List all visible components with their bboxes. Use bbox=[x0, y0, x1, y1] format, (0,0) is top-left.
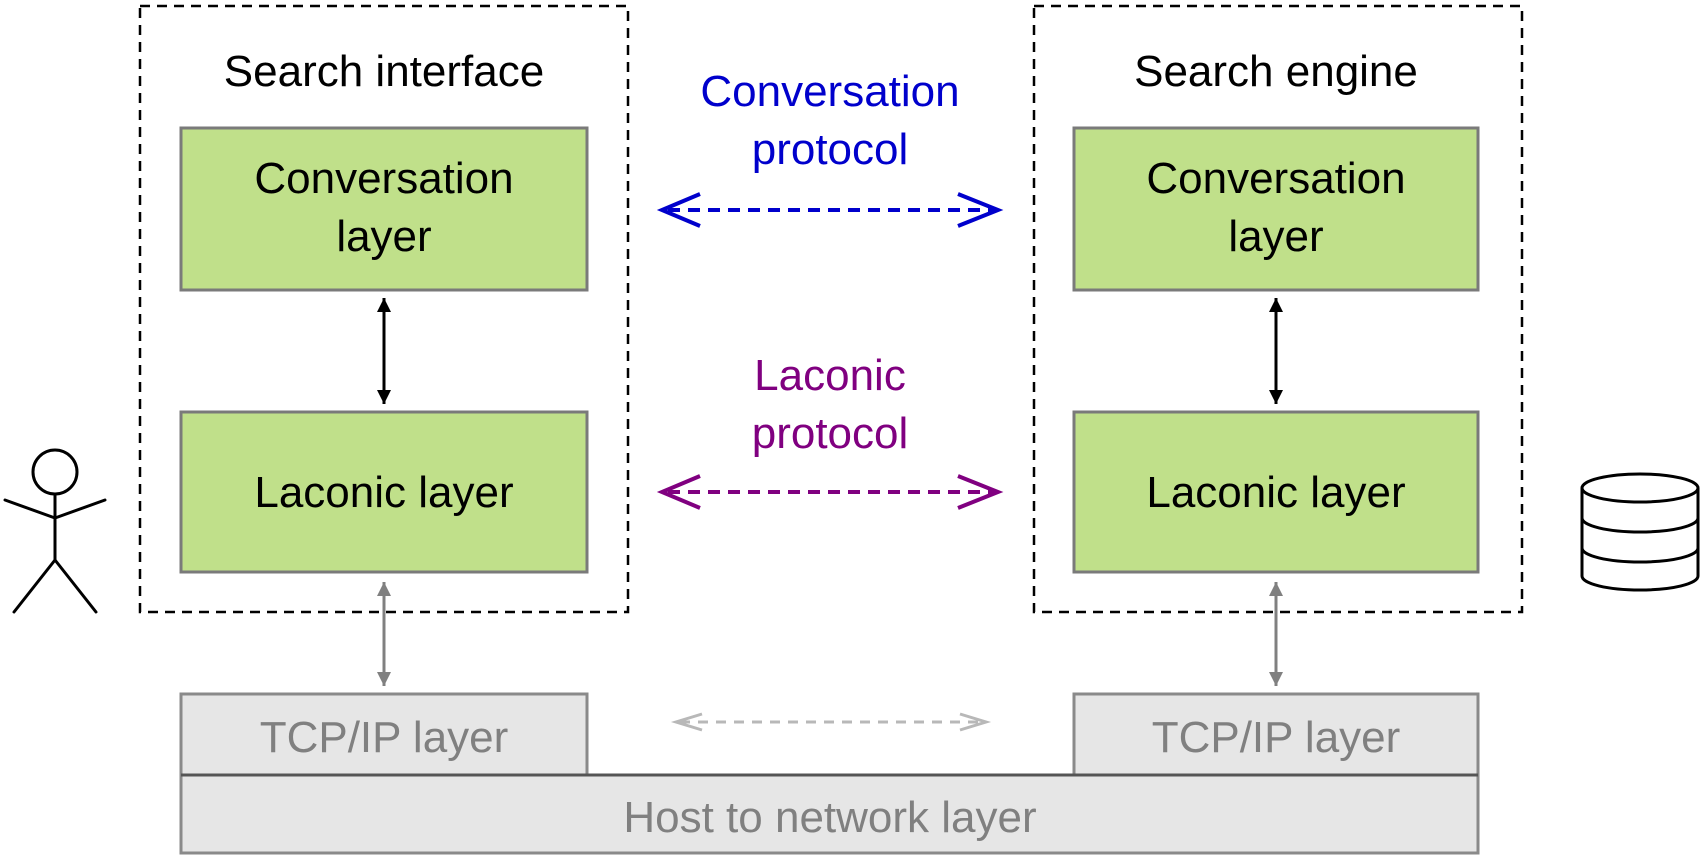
left-conversation-layer-label-line2: layer bbox=[336, 212, 431, 261]
right-tcp-layer-label: TCP/IP layer bbox=[1152, 713, 1401, 762]
conversation-protocol-arrow bbox=[656, 192, 1004, 228]
database-cylinder-icon bbox=[1580, 472, 1700, 592]
right-laconic-layer-label: Laconic layer bbox=[1146, 468, 1405, 517]
right-conversation-layer-box bbox=[1072, 126, 1480, 292]
left-conversation-layer-box bbox=[179, 126, 589, 292]
host-to-network-layer-box bbox=[179, 773, 1480, 855]
laconic-protocol-arrow bbox=[656, 474, 1004, 510]
conversation-protocol-label-line1: Conversation bbox=[700, 67, 959, 116]
stick-figure-user-icon bbox=[3, 448, 107, 614]
left-conversation-layer-label-line1: Conversation bbox=[254, 154, 513, 203]
right-laconic-layer-box bbox=[1072, 410, 1480, 574]
left-tcp-layer-label: TCP/IP layer bbox=[260, 713, 509, 762]
laconic-protocol-label-line2: protocol bbox=[752, 409, 909, 458]
left-laconic-layer-box bbox=[179, 410, 589, 574]
search-engine-title: Search engine bbox=[1134, 47, 1418, 96]
right-conversation-layer-label-line1: Conversation bbox=[1146, 154, 1405, 203]
right-conversation-layer-label-line2: layer bbox=[1228, 212, 1323, 261]
left-laconic-layer-label: Laconic layer bbox=[254, 468, 513, 517]
search-interface-title: Search interface bbox=[224, 47, 544, 96]
laconic-protocol-label-line1: Laconic bbox=[754, 351, 906, 400]
search-engine-frame bbox=[1032, 4, 1524, 614]
conversation-protocol-label-line2: protocol bbox=[752, 125, 909, 174]
host-to-network-layer-label: Host to network layer bbox=[623, 793, 1036, 842]
search-interface-frame bbox=[138, 4, 630, 614]
right-tcp-layer-box bbox=[1072, 692, 1480, 777]
tcp-protocol-arrow bbox=[670, 712, 992, 732]
left-tcp-layer-box bbox=[179, 692, 589, 777]
